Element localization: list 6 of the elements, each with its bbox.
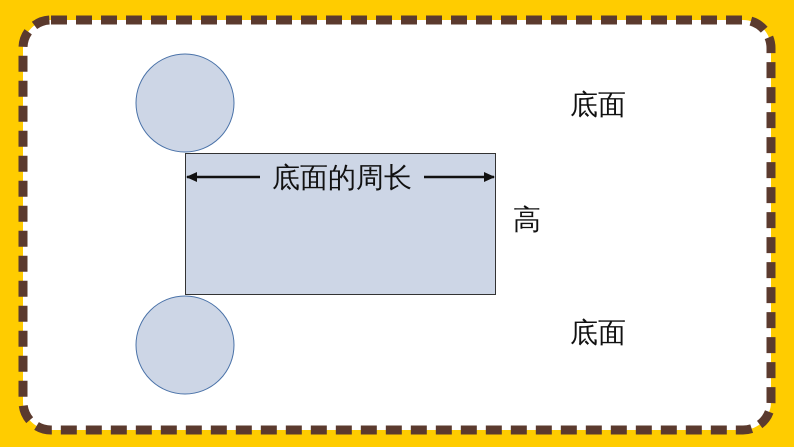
base-circle [135, 53, 235, 153]
face-label: 底面 [570, 88, 626, 122]
side-rectangle [185, 153, 496, 295]
base-circle [135, 295, 235, 395]
dimension-label: 高 [513, 203, 541, 237]
face-label: 底面 [570, 316, 626, 350]
